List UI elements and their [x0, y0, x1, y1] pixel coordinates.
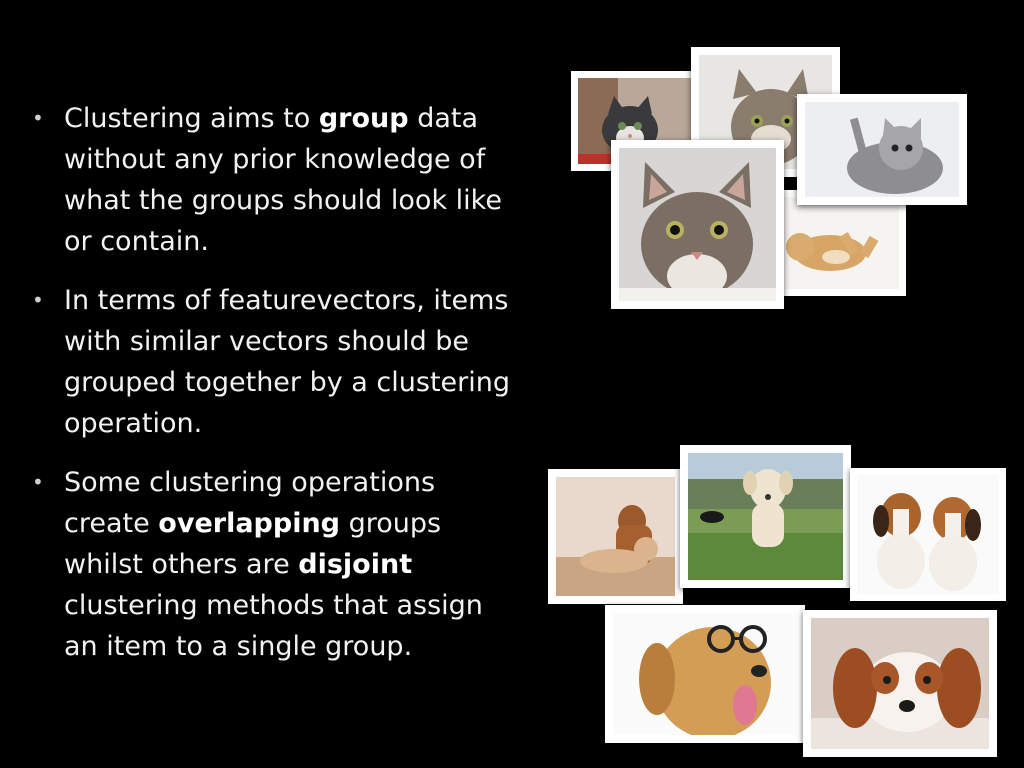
bold-term-group: group: [318, 103, 409, 134]
labrador-puppy-photo: [680, 445, 851, 588]
bullet-item: • In terms of featurevectors, items with…: [30, 280, 510, 444]
fluffy-kitten-photo: [797, 94, 967, 205]
bold-term-disjoint: disjoint: [298, 549, 413, 580]
bullet-list: • Clustering aims to group data without …: [30, 98, 510, 685]
spaniel-puppy-photo: [803, 610, 997, 757]
dachshund-puppies-photo: [548, 469, 683, 604]
bullet-item: • Clustering aims to group data without …: [30, 98, 510, 262]
bullet-glyph: •: [32, 288, 44, 312]
bullet-glyph: •: [32, 470, 44, 494]
beagle-puppies-photo: [850, 468, 1006, 601]
bullet-glyph: •: [32, 106, 44, 130]
golden-retriever-glasses-photo: [605, 605, 805, 743]
bullet-item: • Some clustering operations create over…: [30, 462, 510, 667]
bold-term-overlapping: overlapping: [158, 508, 341, 539]
gray-kitten-photo: [571, 71, 699, 171]
orange-kitten-rolling-photo: [773, 190, 906, 296]
wide-eyed-cat-photo: [611, 140, 784, 309]
